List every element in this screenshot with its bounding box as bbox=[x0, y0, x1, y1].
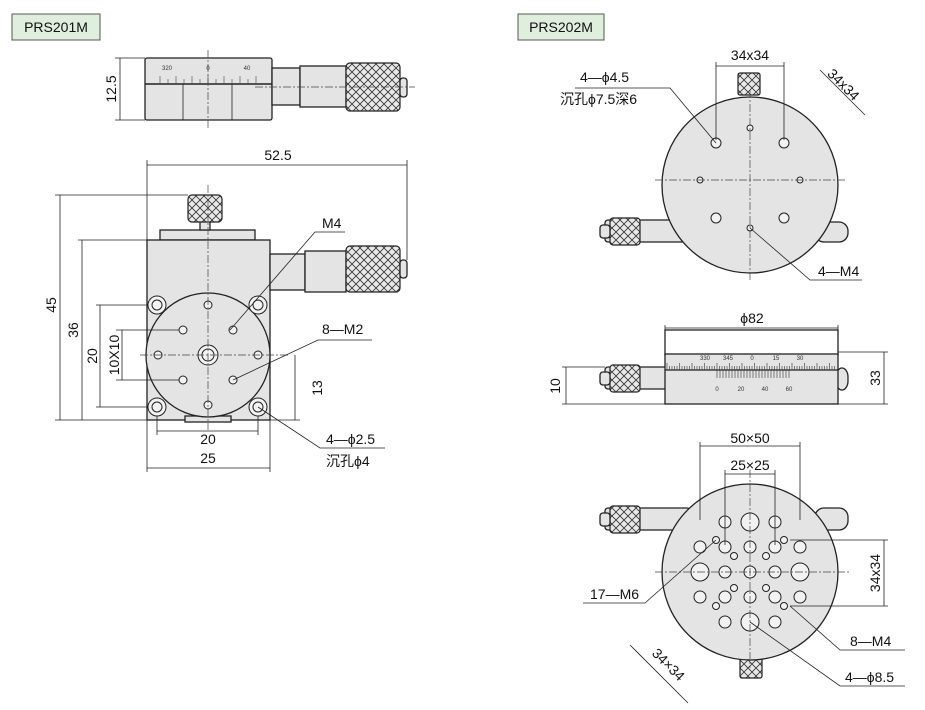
mount-hole bbox=[793, 540, 807, 554]
scale-label: 20 bbox=[738, 387, 745, 393]
dim-25: 25 bbox=[200, 450, 216, 466]
dim-34x34: 34x34 bbox=[731, 47, 769, 63]
prs201m-top-view: 320 0 40 12.5 bbox=[103, 50, 415, 128]
m4-hole bbox=[762, 584, 770, 592]
prs201m-front-view: 52.5 45 36 20 10X10 13 20 25 M4 8—M2 4—ϕ… bbox=[43, 147, 408, 472]
dim-20-horizontal: 20 bbox=[200, 431, 216, 447]
dim-33: 33 bbox=[867, 370, 883, 386]
m4-hole bbox=[780, 602, 788, 610]
prs202m-side-view: 330 345 0 15 30 0 20 40 60 ϕ82 10 33 bbox=[547, 310, 888, 405]
model-name: PRS201M bbox=[24, 19, 88, 35]
m4-hole bbox=[730, 552, 738, 560]
scale-label: 0 bbox=[715, 387, 719, 393]
prs202m-bottom-view: 50×50 25×25 34x34 17—M6 8—M4 4—ϕ8.5 34×3… bbox=[583, 430, 905, 704]
model-label-prs202m: PRS202M bbox=[517, 13, 605, 41]
mount-hole bbox=[693, 590, 707, 604]
callout-counterbore: 沉孔ϕ7.5深6 bbox=[560, 91, 637, 107]
dim-10x10: 10X10 bbox=[106, 335, 122, 376]
scale-label: 30 bbox=[797, 356, 804, 362]
scale-label: 40 bbox=[762, 387, 769, 393]
model-name: PRS202M bbox=[529, 19, 593, 35]
mount-hole bbox=[793, 590, 807, 604]
scale-label: 330 bbox=[700, 356, 711, 362]
callout-counterbore-phi4: 沉孔ϕ4 bbox=[326, 453, 370, 469]
mount-hole bbox=[718, 615, 732, 629]
callout-4-phi4-5: 4—ϕ4.5 bbox=[580, 69, 629, 85]
scale-label: 60 bbox=[786, 387, 793, 393]
dim-50x50: 50×50 bbox=[730, 430, 770, 446]
callout-17-m6: 17—M6 bbox=[590, 586, 639, 602]
dim-10: 10 bbox=[547, 378, 563, 394]
prs202m-top-view: 34x34 34x34 4—ϕ4.5 沉孔ϕ7.5深6 4—M4 bbox=[560, 47, 866, 281]
callout-4-phi8-5: 4—ϕ8.5 bbox=[845, 669, 894, 685]
scale-label: 15 bbox=[773, 356, 780, 362]
dim-phi82: ϕ82 bbox=[740, 310, 764, 326]
dim-34x34-diagonal: 34×34 bbox=[649, 645, 688, 684]
callout-8-m2: 8—M2 bbox=[322, 321, 363, 337]
mount-hole bbox=[768, 590, 782, 604]
m4-hole bbox=[730, 584, 738, 592]
m4-hole bbox=[762, 552, 770, 560]
callout-m4: M4 bbox=[322, 215, 342, 231]
dim-52-5: 52.5 bbox=[264, 147, 291, 163]
mount-hole bbox=[693, 540, 707, 554]
dim-13: 13 bbox=[309, 380, 325, 396]
dim-36: 36 bbox=[65, 322, 81, 338]
dim-34x34-diagonal: 34x34 bbox=[824, 65, 862, 103]
scale-label: 320 bbox=[162, 66, 173, 72]
mount-hole bbox=[718, 590, 732, 604]
mount-hole bbox=[768, 615, 782, 629]
dim-12-5: 12.5 bbox=[103, 75, 119, 102]
callout-4-m4: 4—M4 bbox=[818, 263, 859, 279]
callout-8-m4: 8—M4 bbox=[850, 633, 891, 649]
dim-45: 45 bbox=[43, 297, 59, 313]
model-label-prs201m: PRS201M bbox=[11, 13, 101, 41]
m4-hole bbox=[712, 602, 720, 610]
dim-20-vertical: 20 bbox=[84, 348, 100, 364]
scale-label: 0 bbox=[750, 356, 754, 362]
scale-label: 40 bbox=[244, 66, 251, 72]
callout-4-phi2-5: 4—ϕ2.5 bbox=[326, 431, 375, 447]
m4-hole bbox=[780, 536, 788, 544]
dim-34x34: 34x34 bbox=[867, 554, 883, 592]
dim-25x25: 25×25 bbox=[730, 457, 770, 473]
scale-label: 345 bbox=[723, 356, 734, 362]
